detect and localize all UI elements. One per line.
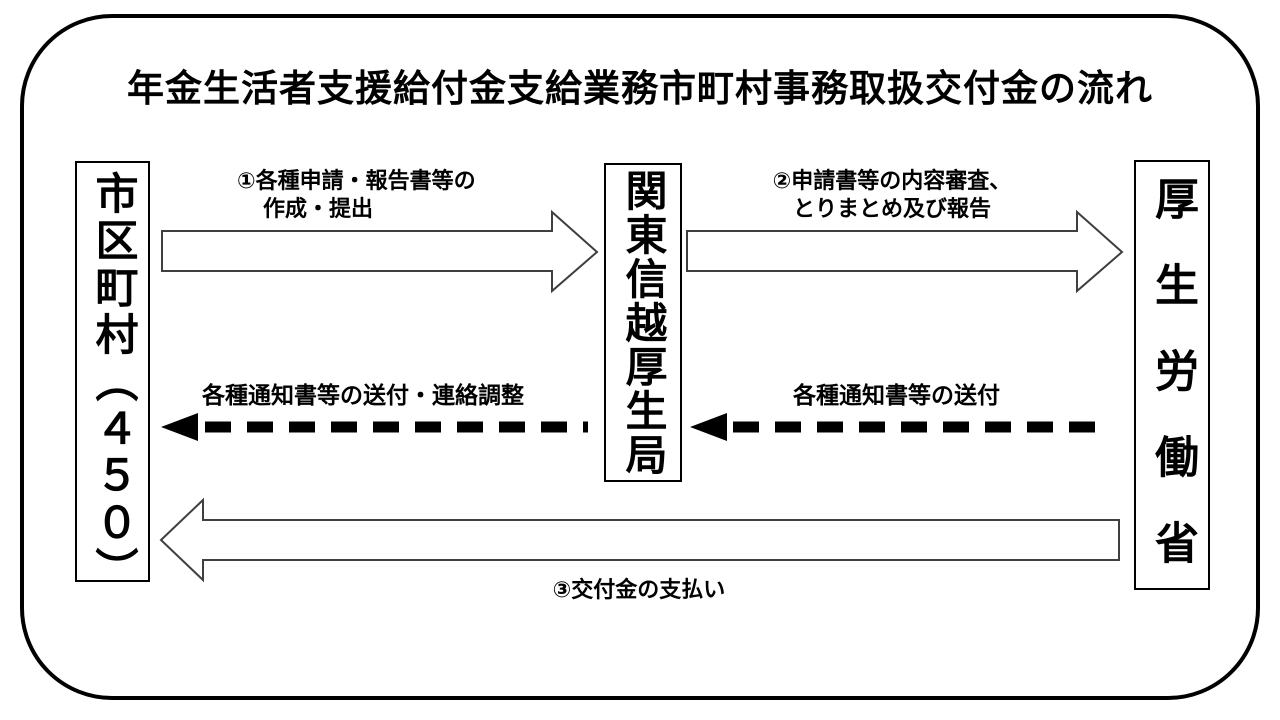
review-arrow-label: ②申請書等の内容審査、 とりまとめ及び報告 xyxy=(752,167,1032,223)
apply-arrow-label-line2: 作成・提出 xyxy=(263,196,374,221)
notice-to-municipalities-label: 各種通知書等の送付・連絡調整 xyxy=(202,382,524,408)
notice-to-bureau-arrow xyxy=(690,413,1110,441)
node-bureau-label: 関東信越厚生局 xyxy=(620,169,667,477)
review-arrow-label-line2: とりまとめ及び報告 xyxy=(792,196,991,221)
apply-arrow-label-line1: ①各種申請・報告書等の xyxy=(237,168,476,193)
node-ministry: 厚生労働省 xyxy=(1134,160,1210,606)
apply-arrow-label: ①各種申請・報告書等の 作成・提出 xyxy=(237,167,476,223)
node-ministry-label: 厚生労働省 xyxy=(1148,176,1197,606)
review-arrow-label-line1: ②申請書等の内容審査、 xyxy=(772,168,1012,193)
payment-arrow-label: ③交付金の支払い xyxy=(552,577,726,602)
notice-to-bureau-label: 各種通知書等の送付 xyxy=(793,382,1000,408)
apply-arrow xyxy=(161,209,599,294)
node-municipalities: 市区町村（４５０） xyxy=(75,161,150,594)
node-bureau: 関東信越厚生局 xyxy=(604,163,682,482)
payment-arrow xyxy=(159,497,1120,583)
review-arrow xyxy=(686,209,1124,294)
node-municipalities-label: 市区町村（４５０） xyxy=(89,171,137,594)
page-title: 年金生活者支援給付金支給業務市町村事務取扱交付金の流れ xyxy=(127,68,1153,109)
notice-to-municipalities-arrow xyxy=(161,413,588,441)
